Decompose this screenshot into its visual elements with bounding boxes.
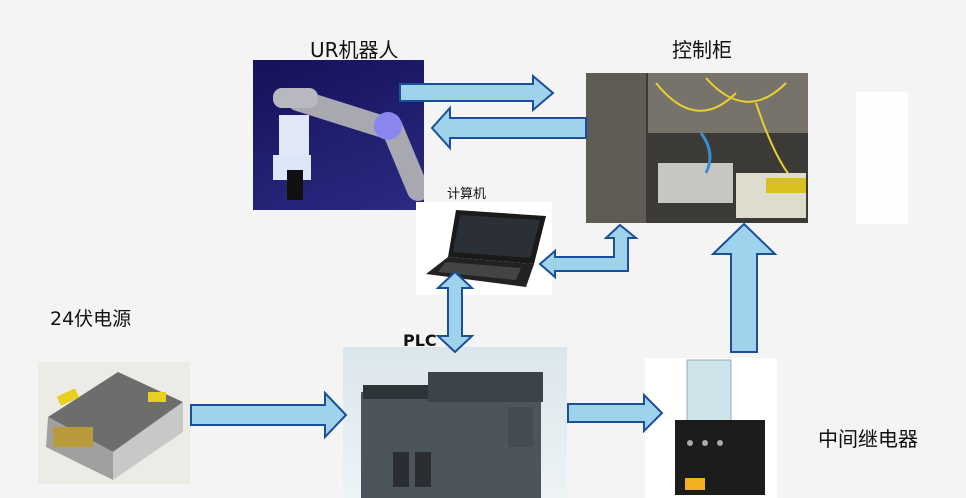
arrow-robot-to-cabinet — [399, 73, 555, 113]
arrow-power-to-plc — [190, 390, 348, 440]
computer-label: 计算机 — [447, 187, 487, 202]
arrow-relay-to-cabinet — [710, 222, 778, 353]
plc-image — [343, 347, 567, 498]
arrow-plc-to-relay — [567, 392, 664, 434]
white-patch — [856, 92, 908, 224]
power-label: 24伏电源 — [50, 308, 132, 330]
robot-image — [253, 60, 424, 210]
computer-image — [416, 202, 552, 295]
plc-label: PLC — [403, 331, 437, 350]
relay-label: 中间继电器 — [818, 427, 918, 451]
arrow-cabinet-to-robot — [430, 105, 587, 151]
arrow-computer-plc — [435, 270, 475, 354]
arrow-computer-cabinet — [538, 223, 639, 280]
power-supply-image — [38, 362, 190, 484]
control-cabinet-image — [586, 73, 808, 223]
cabinet-label: 控制柜 — [672, 38, 732, 62]
robot-label: UR机器人 — [310, 38, 399, 62]
relay-image — [645, 358, 777, 498]
